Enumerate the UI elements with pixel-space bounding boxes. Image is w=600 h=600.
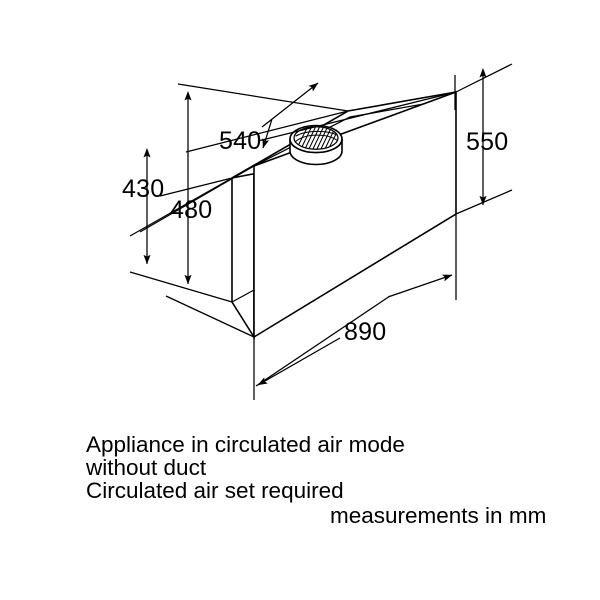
circulated-air-filter-cap: [289, 124, 343, 166]
dim-arrow-540-lower: [262, 118, 273, 149]
vent-grille-hatch: [294, 127, 338, 149]
dim-label-430: 430: [122, 175, 164, 203]
note-line-4-units: measurements in mm: [330, 503, 546, 528]
panel-edge-sliver: [231, 289, 255, 303]
note-line-3: Circulated air set required: [86, 478, 344, 503]
dim-arrow-890-right: [387, 274, 453, 298]
dim-label-540: 540: [219, 127, 261, 155]
dim-arrow-890-left: [257, 337, 341, 386]
dim-label-550: 550: [466, 128, 508, 156]
dimension-arrows: [143, 67, 487, 387]
dim-line-890: [255, 295, 391, 387]
notes-block: Appliance in circulated air mode without…: [85, 432, 546, 528]
dim-label-890: 890: [344, 318, 386, 346]
dim-label-480: 480: [170, 196, 212, 224]
appliance-body: [231, 90, 457, 340]
extension-lines: [129, 63, 513, 400]
dimension-labels: 540 430 480 550 890: [122, 127, 508, 346]
note-line-2: without duct: [85, 455, 207, 480]
left-side-panel: [231, 164, 255, 340]
glass-front-panel: [253, 90, 457, 339]
note-line-1: Appliance in circulated air mode: [86, 432, 405, 457]
